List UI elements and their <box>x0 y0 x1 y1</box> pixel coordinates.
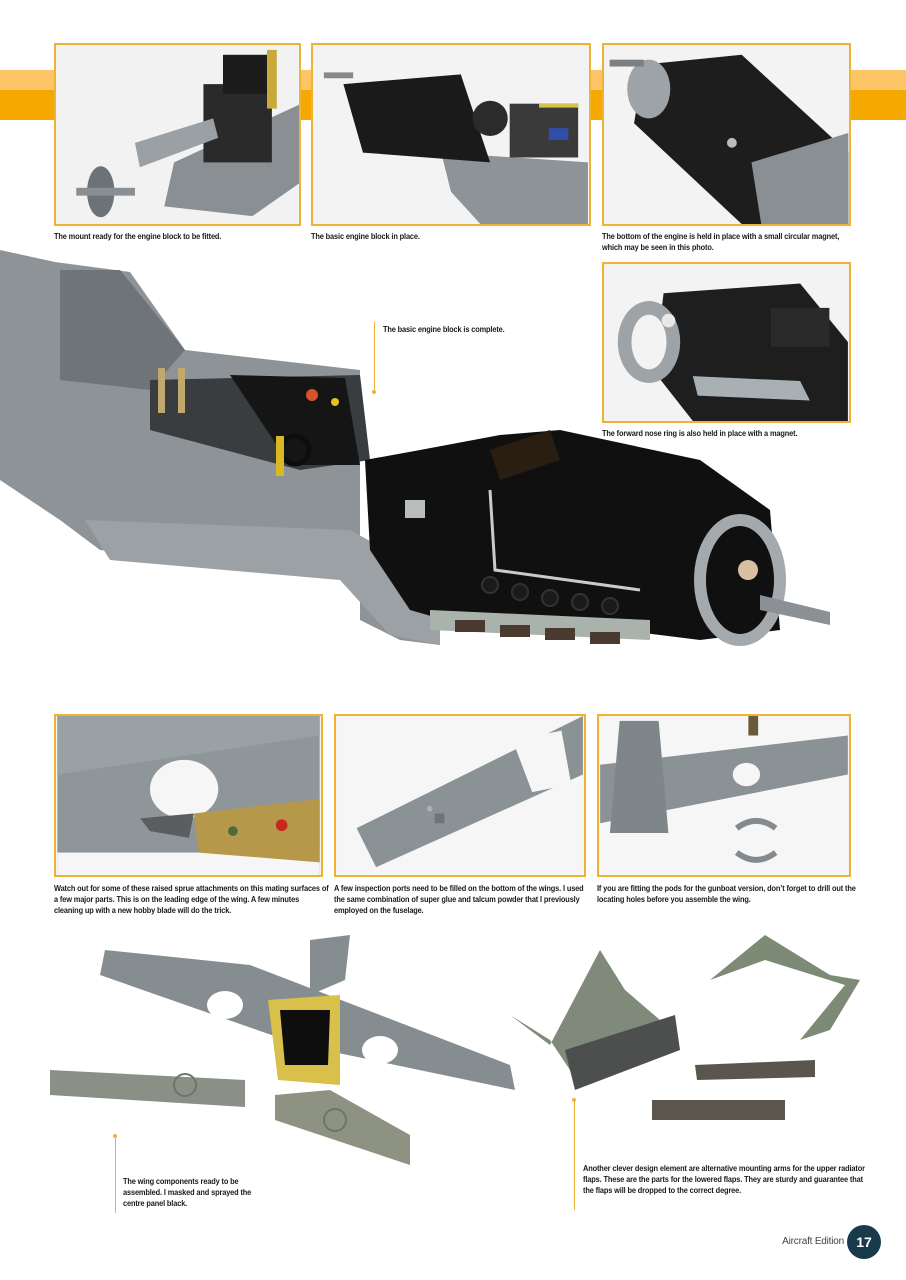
engine-block-image <box>314 45 588 224</box>
caption-engine-mount: The mount ready for the engine block to … <box>54 231 222 241</box>
photo-nose-ring <box>602 262 851 423</box>
callout-leader-engine-complete <box>374 322 375 392</box>
caption-sprue-attachments: Watch out for some of these raised sprue… <box>54 883 329 915</box>
inspection-ports-image <box>337 716 583 875</box>
photo-sprue-attachments <box>54 714 323 877</box>
accent-band-dark-left <box>0 90 56 120</box>
accent-band-light-mid1 <box>301 70 311 90</box>
photo-radiator-flap-arms <box>500 930 870 1130</box>
caption-inspection-ports: A few inspection ports need to be filled… <box>334 883 584 915</box>
nose-ring-image <box>605 264 848 421</box>
callout-leader-wings <box>115 1136 116 1213</box>
accent-band-dark-right <box>851 90 906 120</box>
callout-leader-radiator <box>574 1100 575 1210</box>
fuselage-engine-image <box>0 250 830 646</box>
callout-dot-engine-complete <box>372 390 376 394</box>
caption-engine-bottom-magnet: The bottom of the engine is held in plac… <box>602 231 840 252</box>
accent-band-dark-mid2 <box>591 90 602 120</box>
publication-name: Aircraft Edition <box>782 1236 844 1247</box>
photo-inspection-ports <box>334 714 586 877</box>
sprue-attachments-image <box>57 716 320 875</box>
photo-wing-components <box>40 935 520 1170</box>
photo-engine-bottom-magnet <box>602 43 851 226</box>
radiator-flap-arms-image <box>510 935 860 1120</box>
callout-wing-components: The wing components ready to be assemble… <box>123 1176 252 1208</box>
photo-engine-block-in-place <box>311 43 591 226</box>
caption-nose-ring: The forward nose ring is also held in pl… <box>602 428 798 438</box>
photo-engine-mount <box>54 43 301 226</box>
accent-band-dark-mid1 <box>301 90 311 120</box>
main-photo-fuselage-engine <box>0 250 840 690</box>
accent-band-light-mid2 <box>591 70 602 90</box>
photo-gunboat-pods <box>597 714 851 877</box>
callout-engine-complete: The basic engine block is complete. <box>383 324 505 334</box>
accent-band-light-left <box>0 70 56 90</box>
caption-engine-block-in-place: The basic engine block in place. <box>311 231 420 241</box>
caption-gunboat-pods: If you are fitting the pods for the gunb… <box>597 883 856 904</box>
page-number-badge: 17 <box>847 1225 881 1259</box>
engine-mount-image <box>56 45 299 224</box>
accent-band-light-right <box>851 70 906 90</box>
callout-dot-wings <box>113 1134 117 1138</box>
gunboat-pods-image <box>600 716 848 875</box>
callout-radiator-flap-arms: Another clever design element are altern… <box>583 1163 865 1195</box>
callout-dot-radiator <box>572 1098 576 1102</box>
wing-components-image <box>50 935 515 1165</box>
engine-bottom-image <box>604 45 849 224</box>
